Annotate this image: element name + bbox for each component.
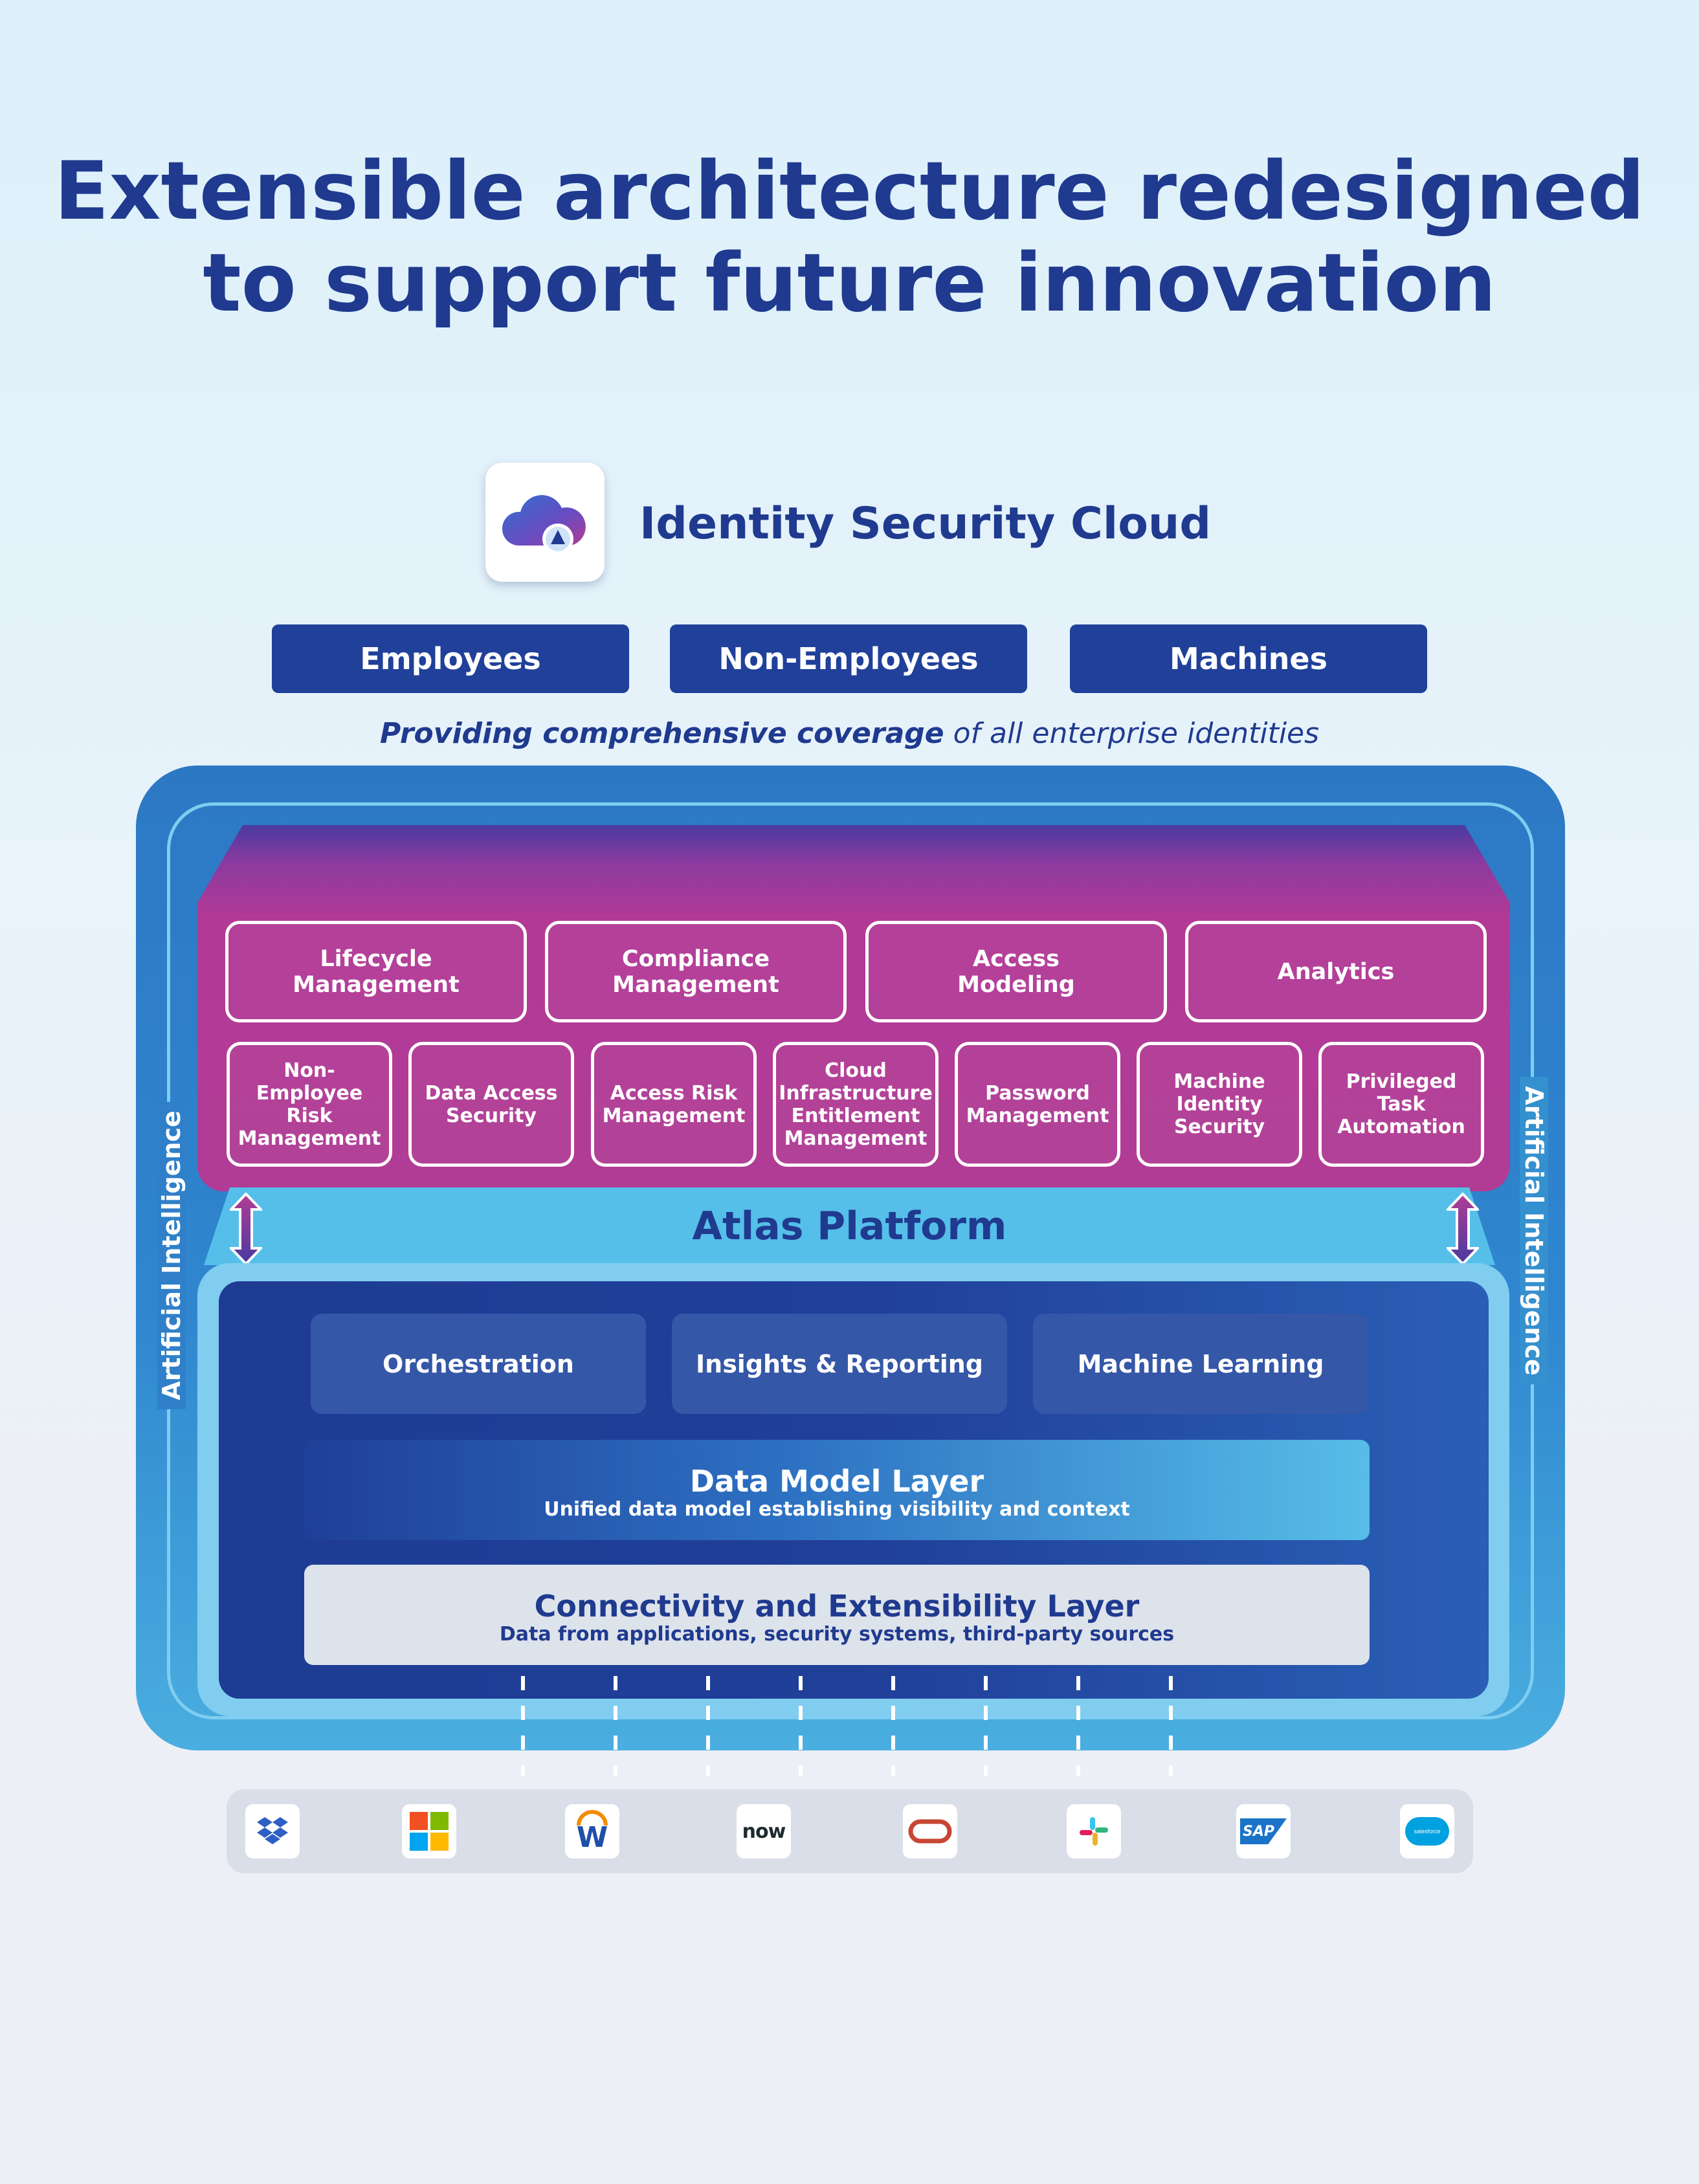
connector-line	[521, 1676, 525, 1776]
connector-line	[799, 1676, 803, 1776]
capability-access-modeling: Access Modeling	[865, 921, 1167, 1022]
connectivity-layer: Connectivity and Extensibility Layer Dat…	[304, 1565, 1370, 1665]
capability-data-access-security: Data Access Security	[408, 1042, 574, 1167]
platform-name: Atlas Platform	[692, 1204, 1007, 1249]
coverage-caption: Providing comprehensive coverage of all …	[0, 717, 1699, 750]
microsoft-icon	[402, 1804, 456, 1859]
servicenow-label: now	[742, 1820, 786, 1843]
identity-type-machines: Machines	[1070, 624, 1427, 693]
salesforce-icon: salesforce	[1400, 1804, 1454, 1859]
capabilities-panel	[197, 825, 1510, 1191]
data-model-layer: Data Model Layer Unified data model esta…	[304, 1440, 1370, 1540]
service-orchestration: Orchestration	[311, 1314, 646, 1414]
connector-line	[706, 1676, 710, 1776]
sap-icon: SAP	[1236, 1804, 1291, 1859]
service-machine-learning: Machine Learning	[1033, 1314, 1368, 1414]
title-line-2: to support future innovation	[203, 237, 1496, 330]
workday-icon: W	[565, 1804, 619, 1859]
coverage-emphasis: Providing comprehensive coverage	[379, 717, 944, 750]
product-name: Identity Security Cloud	[639, 498, 1212, 549]
bidirectional-arrow-icon	[228, 1192, 264, 1266]
sap-label: SAP	[1243, 1823, 1274, 1840]
capability-access-risk: Access Risk Management	[591, 1042, 757, 1167]
connector-line	[1169, 1676, 1173, 1776]
identity-type-employees: Employees	[272, 624, 629, 693]
dropbox-icon	[245, 1804, 300, 1859]
capability-machine-identity-security: Machine Identity Security	[1137, 1042, 1302, 1167]
bidirectional-arrow-icon	[1445, 1192, 1481, 1266]
service-insights-reporting: Insights & Reporting	[672, 1314, 1007, 1414]
ai-label-left: Artificial Intelligence	[157, 1101, 186, 1409]
capability-compliance-management: Compliance Management	[545, 921, 847, 1022]
title-line-1: Extensible architecture redesigned	[54, 145, 1645, 238]
capability-non-employee-risk: Non- Employee Risk Management	[227, 1042, 392, 1167]
workday-label: W	[576, 1821, 608, 1854]
cloud-icon	[485, 463, 605, 582]
coverage-rest: of all enterprise identities	[944, 717, 1320, 750]
capability-analytics: Analytics	[1185, 921, 1487, 1022]
data-layer-subtitle: Unified data model establishing visibili…	[544, 1498, 1130, 1521]
connector-line	[984, 1676, 988, 1776]
ai-label-right: Artificial Intelligence	[1520, 1077, 1548, 1385]
capability-lifecycle-management: Lifecycle Management	[225, 921, 527, 1022]
connectivity-layer-subtitle: Data from applications, security systems…	[499, 1623, 1175, 1646]
salesforce-label: salesforce	[1414, 1828, 1441, 1835]
servicenow-icon: now	[737, 1804, 791, 1859]
connectivity-layer-title: Connectivity and Extensibility Layer	[534, 1589, 1140, 1624]
connector-line	[1076, 1676, 1080, 1776]
identity-type-non-employees: Non-Employees	[670, 624, 1027, 693]
data-layer-title: Data Model Layer	[689, 1464, 984, 1499]
atlas-band	[204, 1187, 1495, 1265]
capability-password-management: Password Management	[955, 1042, 1120, 1167]
connector-line	[614, 1676, 617, 1776]
oracle-icon	[903, 1804, 957, 1859]
slack-icon	[1067, 1804, 1121, 1859]
capability-ciem: Cloud Infrastructure Entitlement Managem…	[773, 1042, 938, 1167]
connector-line	[891, 1676, 895, 1776]
page-title: Extensible architecture redesigned to su…	[0, 146, 1699, 329]
capability-privileged-task-automation: Privileged Task Automation	[1318, 1042, 1484, 1167]
